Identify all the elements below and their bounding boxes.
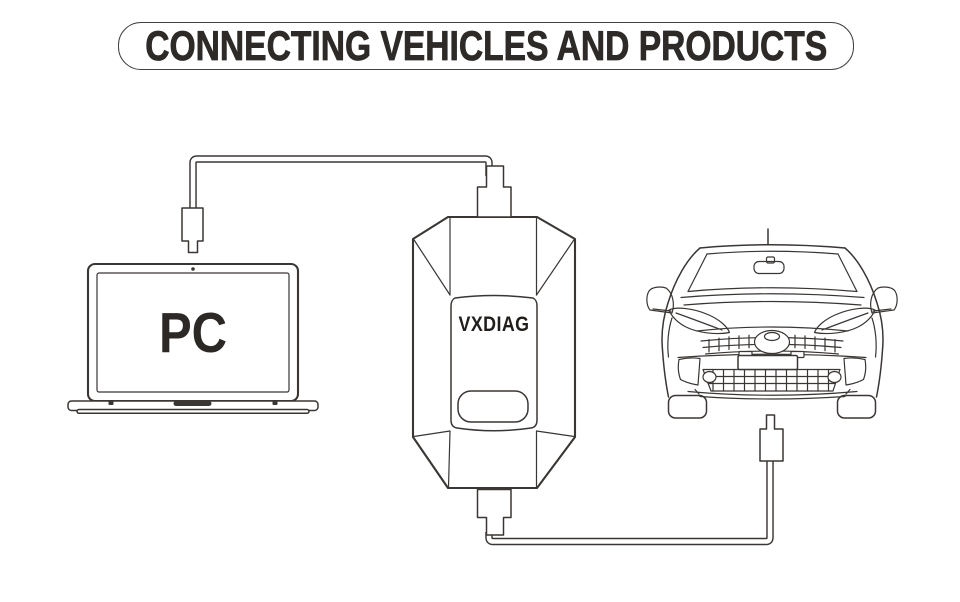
device-port-slot [457, 390, 529, 423]
car [646, 228, 898, 419]
fog-light-left [702, 370, 717, 384]
device-face-panel [450, 294, 538, 432]
grille-hatch [708, 334, 836, 353]
lower-grille [702, 368, 841, 392]
toyota-emblem-icon [753, 329, 791, 355]
vxdiag-device: VXDIAG [411, 165, 577, 536]
hood-front-edge [696, 326, 849, 332]
usb-plug-pc-icon [181, 207, 204, 254]
bumper-scoop-right [843, 357, 867, 386]
laptop: PC [67, 207, 319, 415]
car-body-right [844, 247, 884, 398]
pc-label: PC [159, 302, 227, 365]
headlight-right [813, 307, 877, 358]
title-text: CONNECTING VEHICLES AND PRODUCTS [145, 22, 828, 69]
bumper-top-edge [677, 353, 867, 359]
usb-cable-pc-to-device [189, 155, 493, 216]
wheel-left [667, 394, 708, 419]
title-banner: CONNECTING VEHICLES AND PRODUCTS [118, 22, 854, 70]
vxdiag-logo: VXDIAG [459, 313, 530, 337]
bumper-scoop-left [677, 357, 701, 386]
laptop-base-lip [76, 408, 310, 415]
device-body [411, 215, 577, 490]
obd-cable-device-to-car [485, 455, 774, 546]
roof-line [699, 244, 846, 249]
fog-light-right [827, 370, 842, 384]
laptop-hinge-notch [173, 401, 212, 406]
hinge-mark-left [108, 401, 114, 405]
hinge-mark-right [272, 401, 278, 405]
lower-grille-mesh [712, 368, 830, 392]
webcam-icon [191, 267, 195, 271]
laptop-screen-inner [96, 272, 290, 393]
device-fold-lines [413, 217, 575, 488]
rearview-mirror [753, 256, 785, 275]
obd-plug-device-bottom-icon [476, 488, 512, 536]
license-plate [737, 354, 799, 371]
car-body-left [661, 247, 701, 398]
bumper-bottom [687, 388, 858, 400]
wheel-right [836, 394, 877, 419]
windshield [680, 250, 865, 306]
side-mirror-right [870, 286, 898, 314]
obd-plug-car-icon [759, 414, 784, 462]
usb-plug-device-top-icon [476, 165, 512, 218]
side-mirror-left [646, 286, 674, 314]
headlight-left [667, 307, 731, 358]
